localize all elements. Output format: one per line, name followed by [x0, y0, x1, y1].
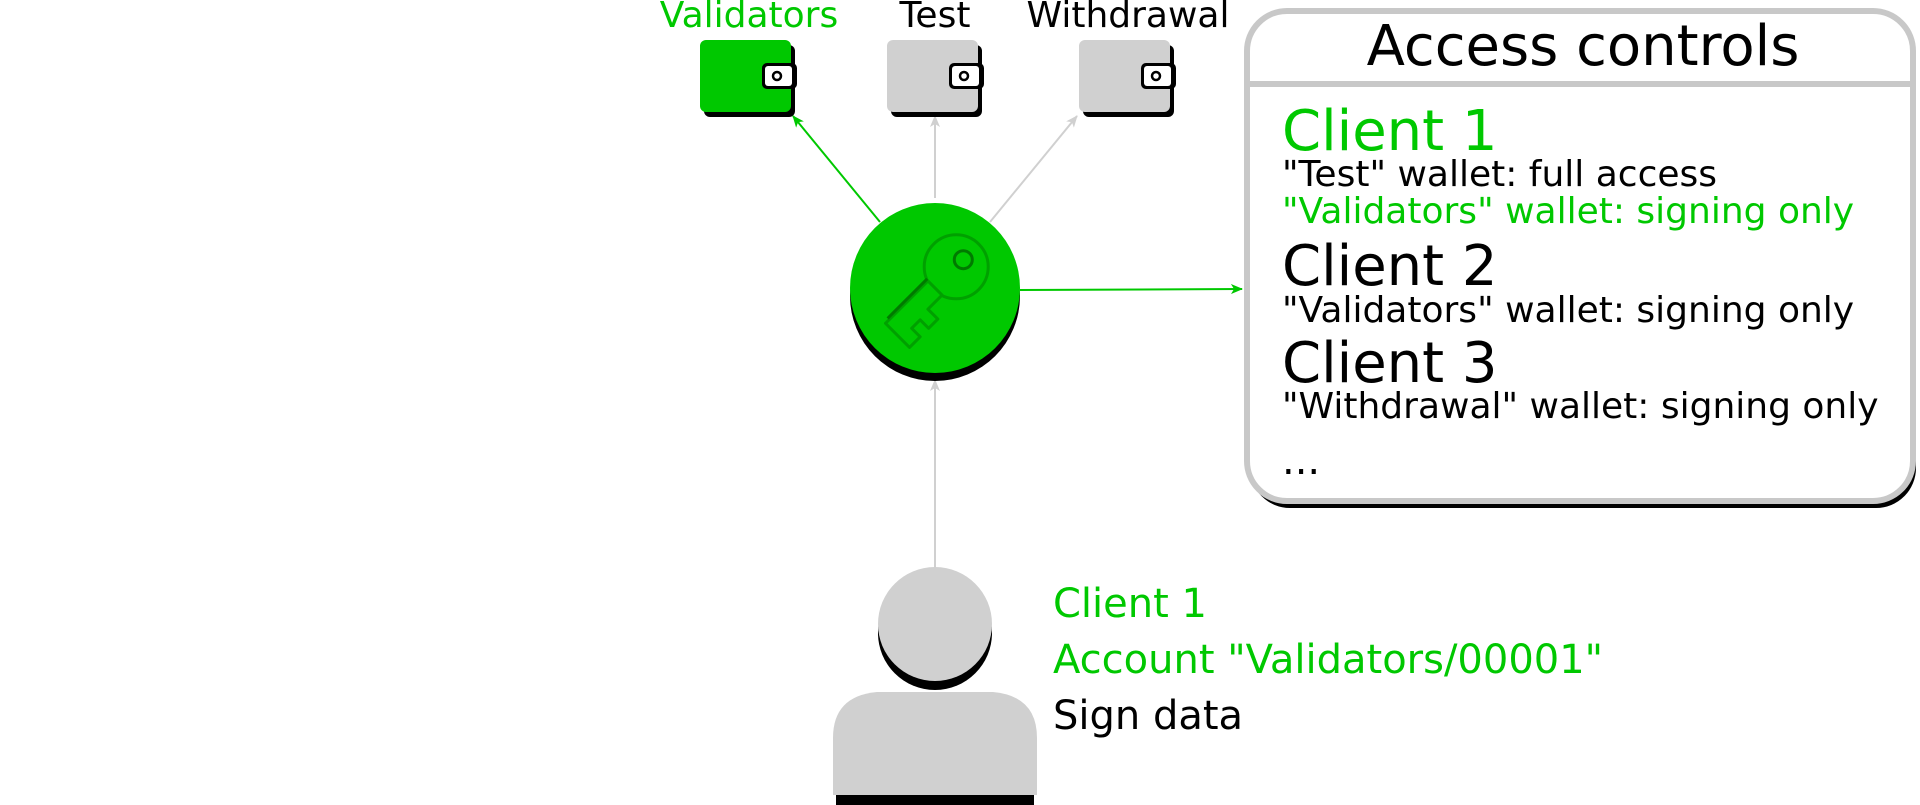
- client-1-rule-2: "Validators" wallet: signing only: [1282, 191, 1854, 232]
- wallet-label-test: Test: [899, 0, 971, 36]
- key-icon: [884, 233, 990, 349]
- wallet-withdrawal: Withdrawal: [1027, 0, 1230, 117]
- wallet-label-withdrawal: Withdrawal: [1027, 0, 1230, 36]
- client-1-name: Client 1: [1282, 99, 1498, 164]
- client-2-rule-1: "Validators" wallet: signing only: [1282, 290, 1854, 331]
- clients-ellipsis: ...: [1282, 438, 1320, 484]
- wallet-test: Test: [887, 0, 984, 117]
- client-3-rule-1: "Withdrawal" wallet: signing only: [1282, 386, 1879, 427]
- wallet-validators: Validators: [660, 0, 839, 117]
- request-client: Client 1: [1053, 581, 1207, 627]
- arrow-to-withdrawal: [989, 115, 1078, 223]
- request-account: Account "Validators/00001": [1053, 637, 1603, 683]
- arrow-to-access-controls: [1019, 284, 1243, 295]
- user-icon: [833, 567, 1037, 805]
- key-node: [850, 203, 1020, 381]
- client-1-rule-1: "Test" wallet: full access: [1282, 154, 1717, 195]
- client-2-name: Client 2: [1282, 234, 1498, 299]
- request-action: Sign data: [1053, 693, 1243, 739]
- arrow-to-validators: [792, 115, 881, 223]
- panel-title: Access controls: [1367, 14, 1800, 79]
- wallet-icon: [887, 40, 984, 117]
- wallet-icon: [1079, 40, 1176, 117]
- wallet-label-validators: Validators: [660, 0, 839, 36]
- wallet-icon: [700, 40, 797, 117]
- request-details: Client 1 Account "Validators/00001" Sign…: [1053, 581, 1603, 739]
- access-controls-panel: Access controls Client 1 "Test" wallet: …: [1244, 8, 1916, 508]
- client-3-name: Client 3: [1282, 331, 1498, 396]
